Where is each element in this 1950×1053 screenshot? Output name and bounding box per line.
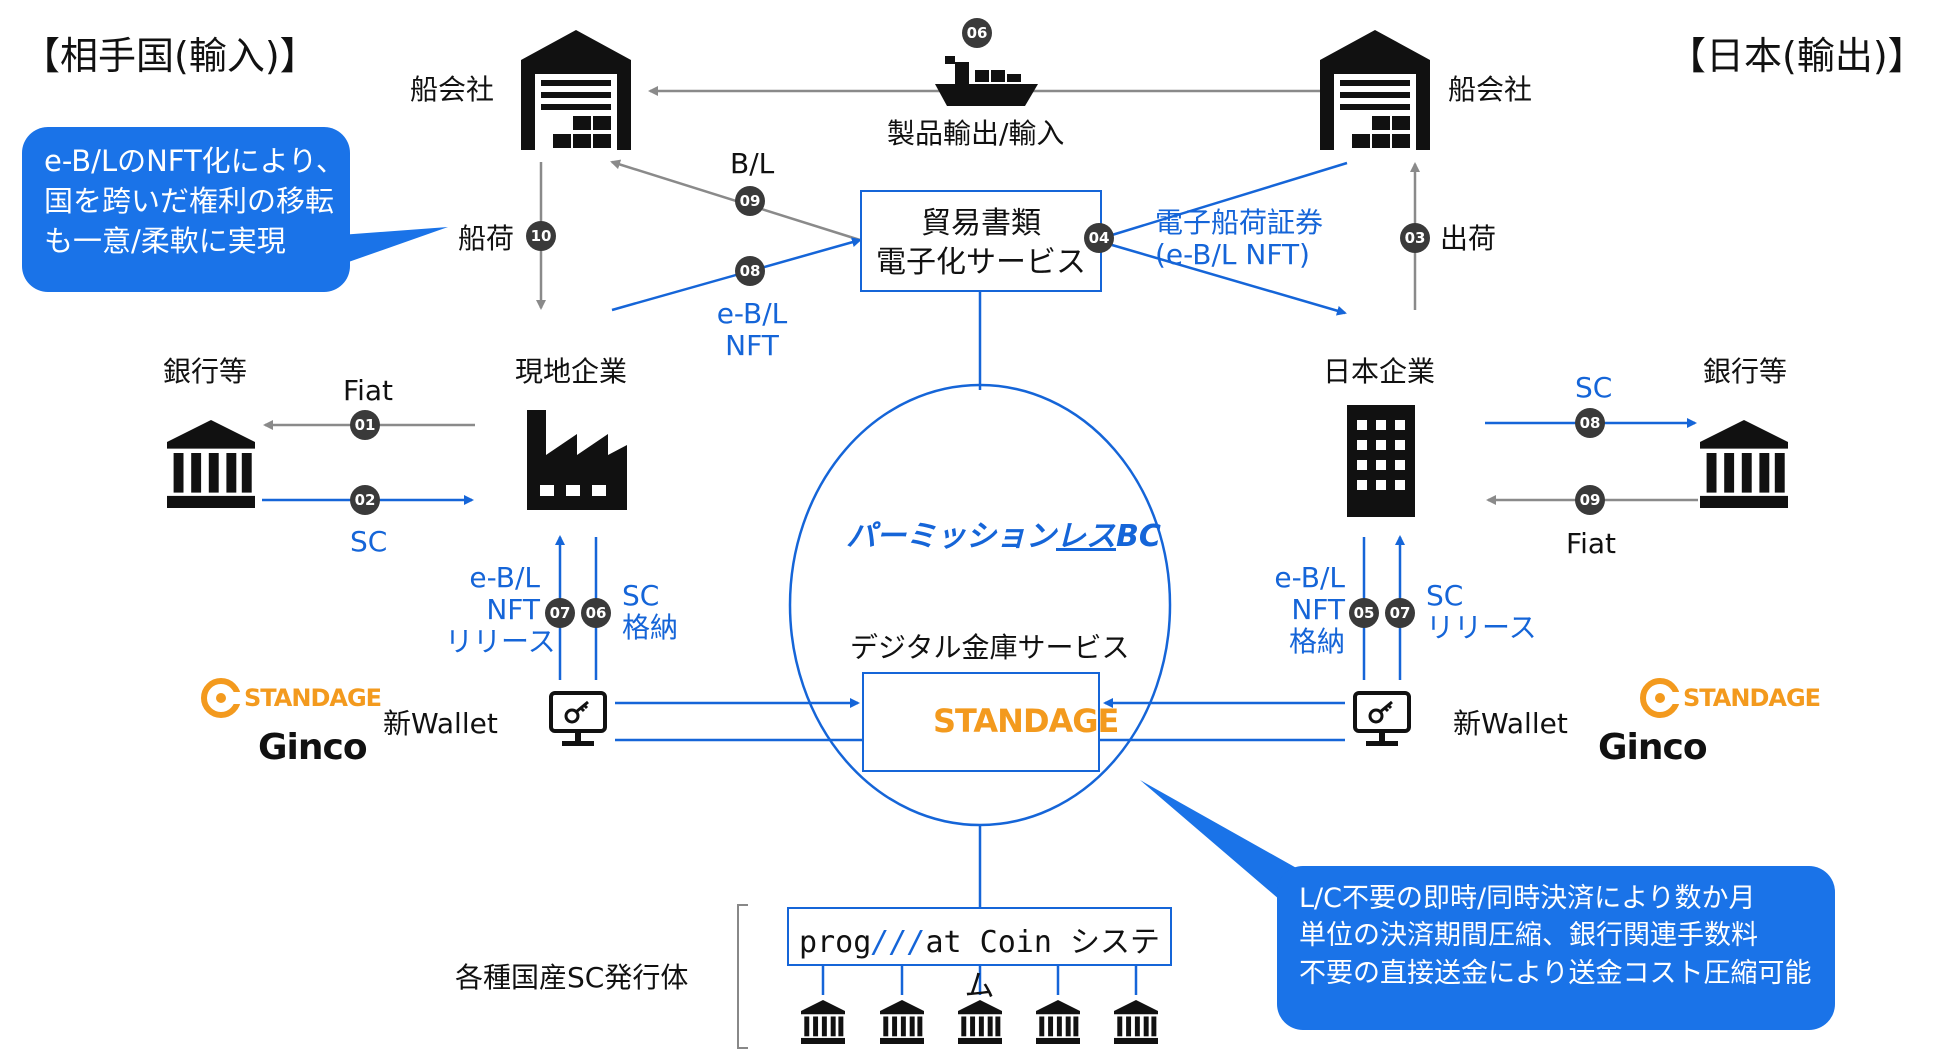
standage-vault-box — [862, 672, 1100, 772]
trade-service-line2: 電子化サービス — [876, 245, 1086, 280]
bank-icon-issuer-3 — [958, 1000, 1002, 1044]
fiat-left-label: Fiat — [343, 374, 393, 407]
step-badge-08-nft: 08 — [735, 256, 765, 286]
step-badge-05: 05 — [1349, 598, 1379, 628]
ship-caption: 製品輸出/輸入 — [887, 117, 1065, 150]
warehouse-icon-left — [521, 30, 631, 150]
warehouse-icon-right — [1320, 30, 1430, 150]
progmat-label: prog///at Coin システム — [799, 925, 1160, 1004]
wallet-terminal-icon-right — [1353, 691, 1411, 748]
progmat-coin-system-box: prog///at Coin システム — [787, 907, 1172, 1004]
step-badge-01: 01 — [350, 410, 380, 440]
bank-icon-issuer-2 — [880, 1000, 924, 1044]
shipping-company-left: 船会社 — [410, 73, 495, 106]
sc-right-label: SC — [1575, 371, 1613, 404]
bl-label: B/L — [730, 147, 775, 180]
step-badge-06-ship: 06 — [962, 18, 992, 48]
ginco-logo-left: Ginco — [258, 727, 368, 768]
step-badge-07-right: 07 — [1385, 598, 1415, 628]
shipping-company-right: 船会社 — [1448, 73, 1533, 106]
standage-logo-right: STANDAGE — [1683, 684, 1821, 712]
bank-icon-left — [167, 420, 255, 508]
bank-icon-issuer-4 — [1036, 1000, 1080, 1044]
trade-document-service-box: 貿易書類 電子化サービス — [860, 190, 1102, 292]
left-region-title: 【相手国(輸入)】 — [22, 34, 318, 78]
office-building-icon — [1347, 405, 1415, 517]
bank-icon-issuer-1 — [801, 1000, 845, 1044]
ginco-logo-right: Ginco — [1598, 727, 1708, 768]
ship-icon — [935, 56, 1038, 106]
right-region-title: 【日本(輸出)】 — [1668, 34, 1926, 78]
shipping-load-label: 船荷 — [458, 222, 515, 255]
bank-left-label: 銀行等 — [163, 355, 248, 388]
local-company-label: 現地企業 — [515, 355, 628, 388]
step-badge-02: 02 — [350, 485, 380, 515]
left-callout: e-B/LのNFT化により、国を跨いだ権利の移転も一意/柔軟に実現 — [22, 127, 350, 292]
sc-issuers-label: 各種国産SC発行体 — [455, 961, 689, 994]
ship-out-label: 出荷 — [1440, 222, 1497, 255]
vault-service-label: デジタル金庫サービス — [850, 631, 1130, 664]
standage-mark-icon-left — [201, 678, 241, 718]
factory-icon — [527, 410, 627, 510]
new-wallet-right-label: 新Wallet — [1453, 707, 1568, 740]
step-badge-10: 10 — [526, 221, 556, 251]
e-bill-label: 電子船荷証券(e-B/L NFT) — [1155, 206, 1324, 272]
permissionless-bc-label: パーミッションレスBC — [846, 519, 1161, 554]
right-callout: L/C不要の即時/同時決済により数か月単位の決済期間圧縮、銀行関連手数料不要の直… — [1277, 866, 1835, 1030]
step-badge-08-sc: 08 — [1575, 408, 1605, 438]
new-wallet-left-label: 新Wallet — [383, 707, 498, 740]
bank-icon-issuer-5 — [1114, 1000, 1158, 1044]
standage-mark-icon-right — [1640, 678, 1680, 718]
trade-service-line1: 貿易書類 — [921, 206, 1041, 241]
wallet-terminal-icon-left — [549, 691, 607, 748]
standage-logo-left: STANDAGE — [244, 684, 382, 712]
bank-right-label: 銀行等 — [1703, 355, 1788, 388]
step-badge-04: 04 — [1084, 223, 1114, 253]
sc-left-label: SC — [350, 525, 388, 558]
step-badge-09-fiat: 09 — [1575, 485, 1605, 515]
standage-logo-main: STANDAGE — [933, 702, 1119, 740]
step-badge-09-bl: 09 — [735, 186, 765, 216]
step-badge-03: 03 — [1400, 223, 1430, 253]
bank-icon-right — [1700, 420, 1788, 508]
fiat-right-label: Fiat — [1566, 527, 1616, 560]
japan-company-label: 日本企業 — [1323, 355, 1436, 388]
step-badge-07-left: 07 — [545, 598, 575, 628]
step-badge-06-store: 06 — [581, 598, 611, 628]
